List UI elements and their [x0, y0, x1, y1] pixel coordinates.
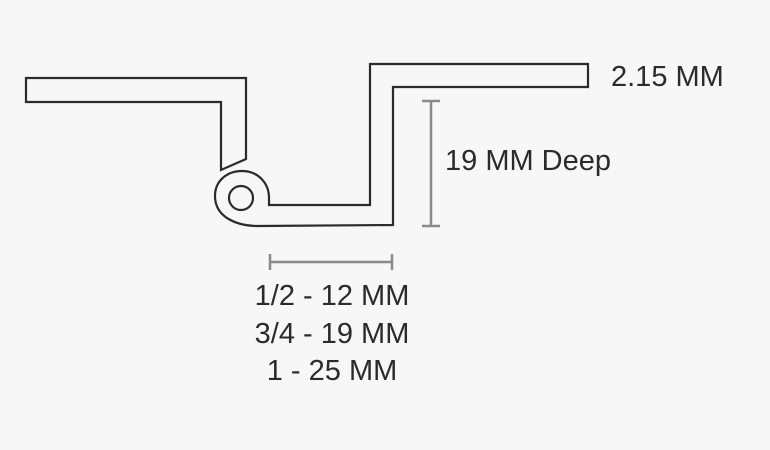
- knuckle-pin-hole: [227, 184, 255, 212]
- size-item: 1/2 - 12 MM: [254, 280, 410, 312]
- right-leaf-outline: [213, 62, 590, 228]
- size-item: 1 - 25 MM: [266, 355, 398, 387]
- left-leaf-outline: [24, 76, 248, 172]
- thickness-label: 2.15 MM: [611, 61, 724, 93]
- size-item: 3/4 - 19 MM: [254, 317, 410, 350]
- depth-label: 19 MM Deep: [445, 145, 612, 177]
- width-dimension-line: [268, 254, 394, 270]
- size-list: 1/2 - 12 MM 3/4 - 19 MM 1 - 25 MM: [212, 278, 452, 391]
- depth-dimension-line: [422, 99, 440, 228]
